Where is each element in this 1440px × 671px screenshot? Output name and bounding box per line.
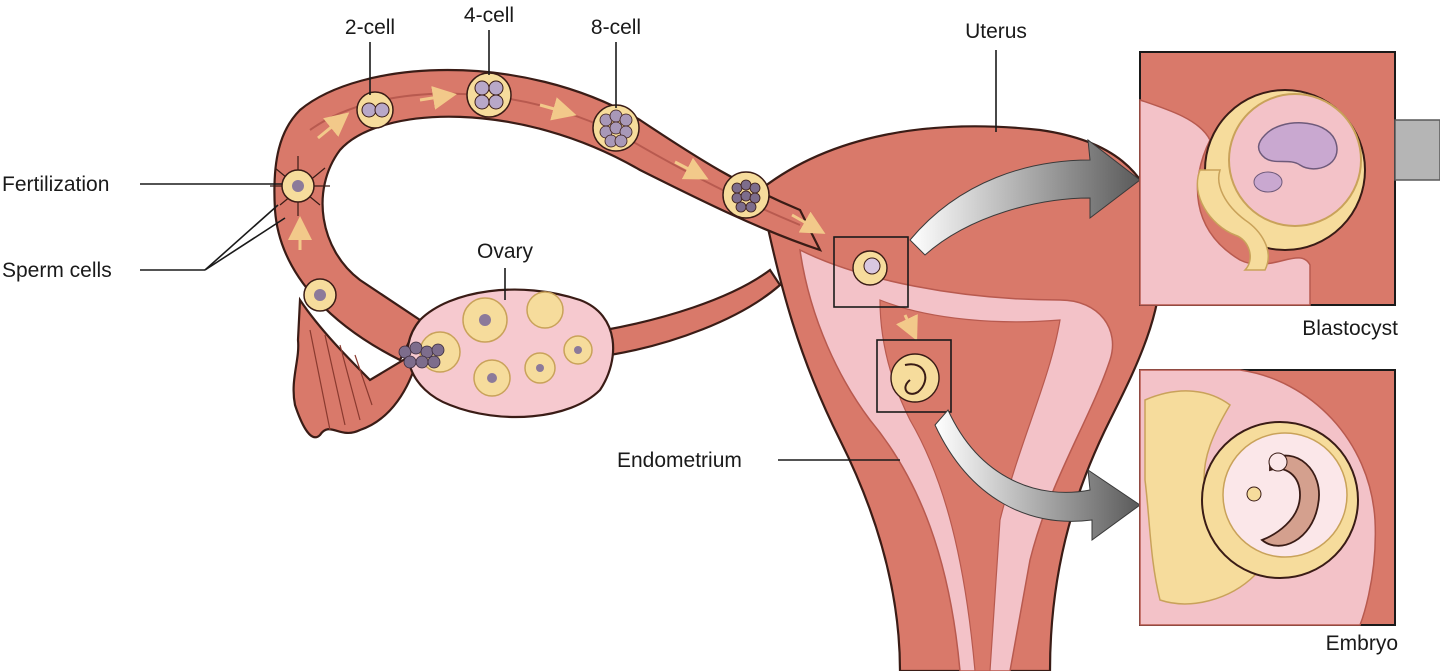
label-8-cell: 8-cell (591, 16, 641, 39)
leader-lines (140, 30, 997, 461)
fertilized-egg (270, 156, 330, 216)
morula (722, 171, 770, 219)
two-cell-stage (356, 91, 394, 129)
label-endometrium: Endometrium (617, 449, 742, 472)
ovarian-ligament (603, 268, 782, 357)
embryo-site (876, 339, 952, 413)
labels: 2-cell 4-cell 8-cell Uterus Fertilizatio… (2, 4, 1398, 655)
label-sperm-cells: Sperm cells (2, 259, 112, 282)
label-4-cell: 4-cell (464, 4, 514, 27)
direction-arrows (288, 86, 918, 341)
released-ovum (398, 341, 445, 369)
label-ovary: Ovary (477, 240, 534, 263)
embryo-inset (1139, 369, 1396, 626)
label-2-cell: 2-cell (345, 16, 395, 39)
blastocyst-inset (1139, 51, 1440, 306)
four-cell-stage (466, 72, 512, 118)
fimbriae (292, 296, 422, 439)
label-embryo: Embryo (1326, 632, 1398, 655)
label-fertilization: Fertilization (2, 173, 109, 196)
label-uterus: Uterus (965, 20, 1027, 43)
blastocyst-site (833, 236, 909, 308)
ovum (303, 278, 337, 312)
embryo-arrow (934, 409, 1141, 541)
ovary (398, 288, 615, 419)
eight-cell-stage (592, 104, 640, 152)
label-blastocyst: Blastocyst (1302, 317, 1398, 340)
